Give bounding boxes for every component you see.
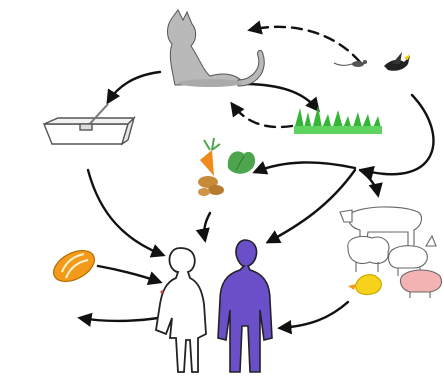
grass-icon (294, 106, 382, 134)
mouse-icon (334, 60, 367, 67)
arrow-mouse-to-cat-dashed (250, 27, 360, 62)
litter-box-icon (44, 104, 134, 144)
arrow-grass-to-vegetables (255, 162, 355, 172)
livestock-icon (340, 207, 442, 298)
arrow-livestock-to-man (280, 302, 348, 328)
arrow-bread-to-woman (98, 266, 160, 282)
arrow-litter-box-to-woman (88, 170, 163, 255)
bread-icon (48, 244, 99, 288)
bird-icon (384, 52, 410, 71)
arrow-cat-to-grass (248, 84, 318, 110)
arrow-bird-to-grass (362, 95, 433, 174)
arrow-grass-to-man (268, 170, 355, 242)
man-icon (218, 240, 272, 372)
cat-icon (168, 10, 265, 87)
arrow-vegetables-to-woman (204, 213, 210, 240)
arrow-grass-to-cat-dashed (232, 104, 292, 127)
arrow-cat-to-litter-box (108, 72, 160, 102)
arrow-woman-out (80, 318, 158, 321)
vegetables-icon (198, 138, 255, 196)
woman-icon (156, 248, 206, 372)
